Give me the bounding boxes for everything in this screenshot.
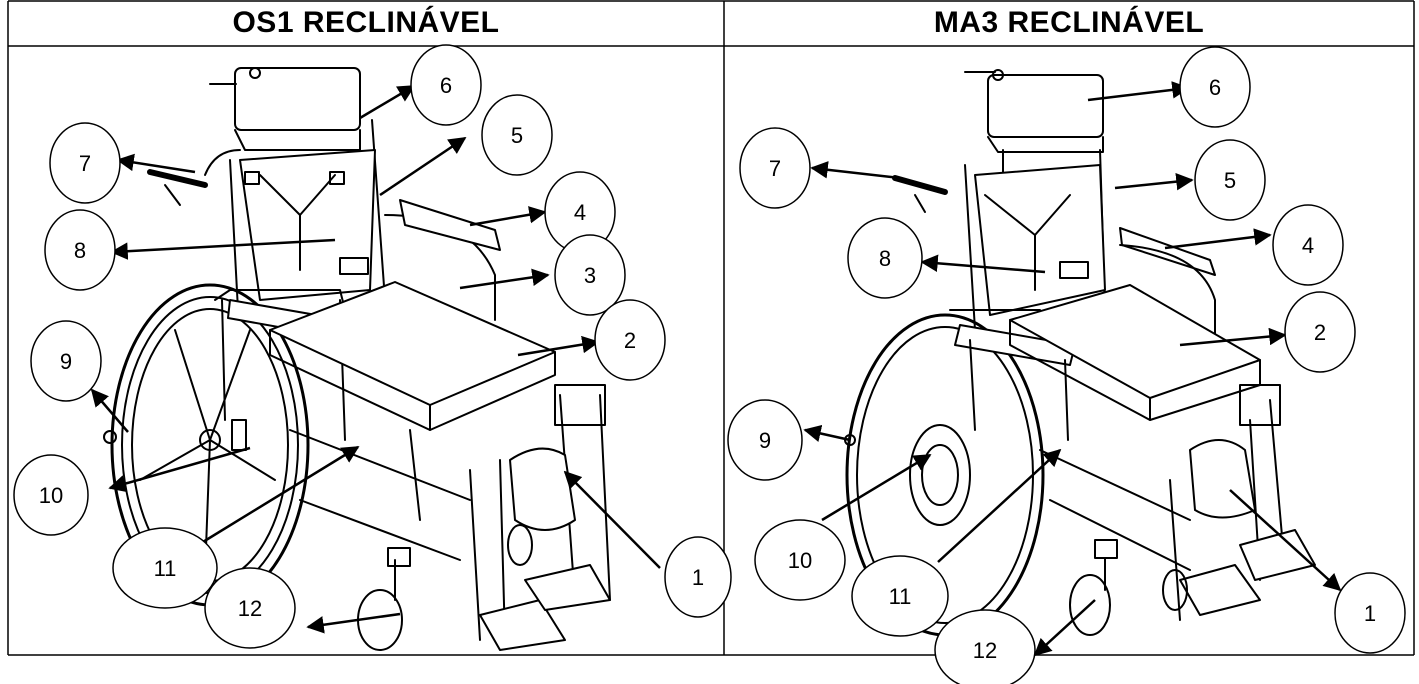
callout-1: 1	[664, 536, 732, 618]
svg-text:11: 11	[154, 556, 177, 581]
callout-11: 11	[112, 527, 218, 609]
svg-text:1: 1	[692, 565, 704, 590]
callout-8: 8	[847, 217, 923, 299]
svg-text:10: 10	[39, 483, 63, 508]
callouts-ma3: 6 5 4 2 7 8 9 10 11 12 1	[727, 46, 1406, 684]
svg-text:12: 12	[238, 596, 262, 621]
callout-5: 5	[481, 94, 553, 176]
svg-text:1: 1	[1364, 601, 1376, 626]
callout-2: 2	[1284, 291, 1356, 373]
svg-text:7: 7	[79, 151, 91, 176]
svg-text:9: 9	[60, 349, 72, 374]
callout-arrows-os1	[90, 84, 661, 634]
svg-text:5: 5	[511, 123, 523, 148]
svg-text:8: 8	[74, 238, 86, 263]
callout-12: 12	[934, 609, 1036, 684]
callout-11: 11	[851, 555, 949, 637]
svg-text:8: 8	[879, 246, 891, 271]
callouts-os1: 6 5 4 3 2 7 8 9 10 11 12 1	[13, 44, 732, 649]
svg-text:11: 11	[889, 584, 912, 609]
callout-2: 2	[594, 299, 666, 381]
svg-text:4: 4	[574, 200, 586, 225]
svg-text:3: 3	[584, 263, 596, 288]
svg-text:10: 10	[788, 548, 812, 573]
svg-text:6: 6	[1209, 75, 1221, 100]
panel-title-os1: OS1 RECLINÁVEL	[232, 6, 500, 39]
svg-text:7: 7	[769, 156, 781, 181]
callout-7: 7	[739, 127, 811, 209]
svg-text:2: 2	[624, 328, 636, 353]
callout-8: 8	[44, 209, 116, 291]
svg-text:5: 5	[1224, 168, 1236, 193]
callout-9: 9	[30, 320, 102, 402]
wheelchair-os1-drawing	[103, 67, 611, 651]
callout-1: 1	[1334, 572, 1406, 654]
panel-title-ma3: MA3 RECLINÁVEL	[933, 6, 1205, 39]
table-grid	[7, 0, 1415, 656]
svg-text:6: 6	[440, 73, 452, 98]
wheelchair-ma3-drawing	[844, 69, 1316, 637]
svg-text:9: 9	[759, 428, 771, 453]
callout-9: 9	[727, 399, 803, 481]
svg-text:2: 2	[1314, 320, 1326, 345]
svg-text:4: 4	[1302, 233, 1314, 258]
callout-5: 5	[1194, 139, 1266, 221]
svg-text:12: 12	[973, 638, 997, 663]
callout-10: 10	[13, 454, 89, 536]
callout-7: 7	[49, 122, 121, 204]
callout-6: 6	[410, 44, 482, 126]
callout-4: 4	[1272, 204, 1344, 286]
callout-12: 12	[204, 567, 296, 649]
callout-3: 3	[554, 234, 626, 316]
callout-10: 10	[754, 519, 846, 601]
callout-6: 6	[1179, 46, 1251, 128]
callout-arrows-ma3	[803, 81, 1342, 657]
